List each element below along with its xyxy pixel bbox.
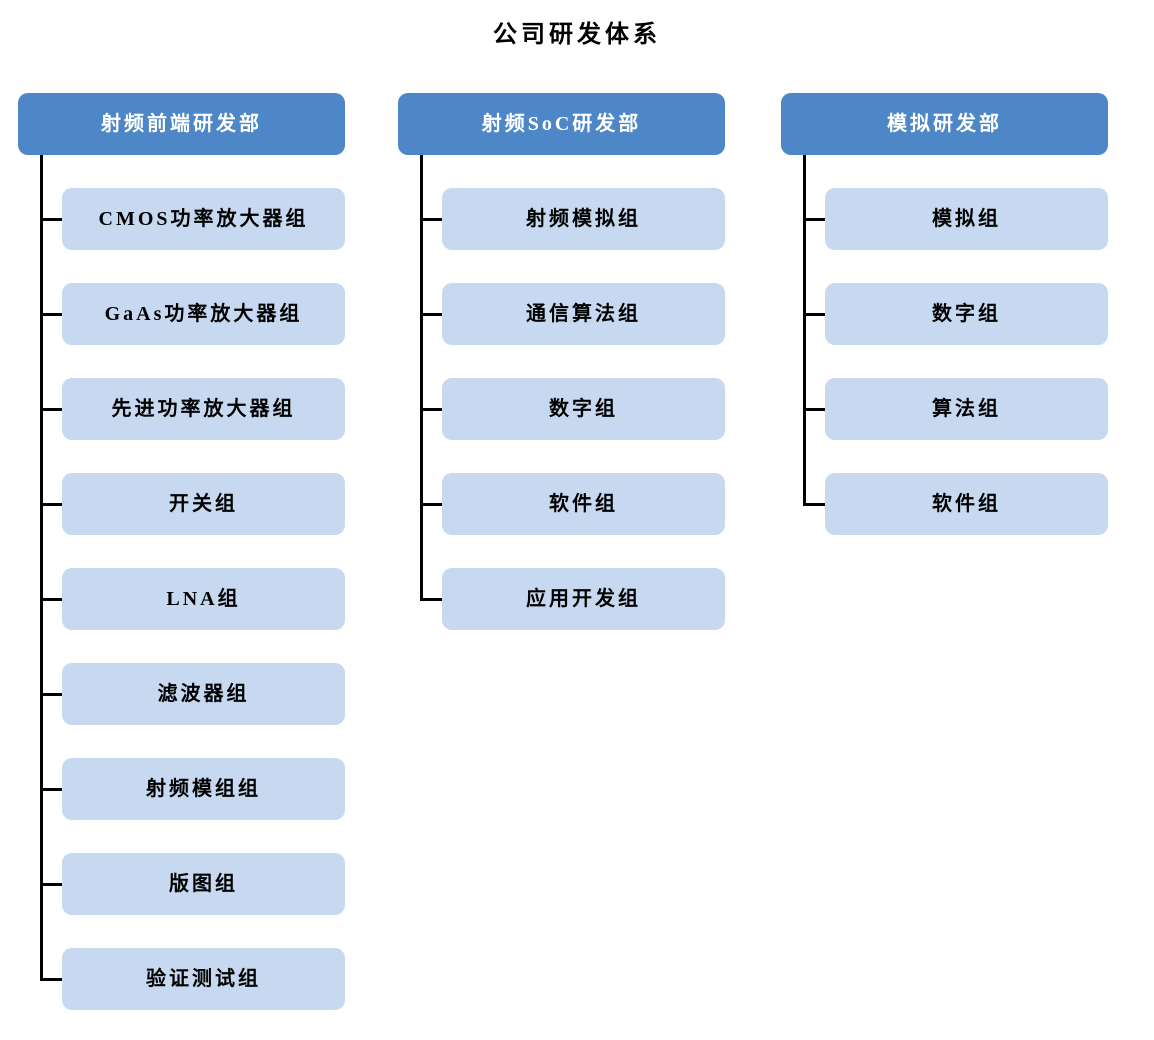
group-box: GaAs功率放大器组 bbox=[62, 283, 345, 345]
connector-trunk-line bbox=[420, 155, 423, 601]
connector-stub-line bbox=[420, 407, 442, 411]
group-box: 先进功率放大器组 bbox=[62, 378, 345, 440]
group-box: 射频模拟组 bbox=[442, 188, 725, 250]
group-box: 模拟组 bbox=[825, 188, 1108, 250]
group-box: 版图组 bbox=[62, 853, 345, 915]
connector-stub-line bbox=[40, 502, 62, 506]
connector-stub-line bbox=[40, 787, 62, 791]
group-box: 开关组 bbox=[62, 473, 345, 535]
group-box: CMOS功率放大器组 bbox=[62, 188, 345, 250]
connector-stub-line bbox=[40, 312, 62, 316]
connector-stub-line bbox=[803, 217, 825, 221]
connector-stub-line bbox=[803, 312, 825, 316]
chart-title: 公司研发体系 bbox=[493, 22, 661, 48]
group-box: 滤波器组 bbox=[62, 663, 345, 725]
connector-stub-line bbox=[40, 407, 62, 411]
connector-trunk-line bbox=[40, 155, 43, 981]
connector-stub-line bbox=[40, 692, 62, 696]
connector-stub-line bbox=[420, 597, 442, 601]
department-header: 射频前端研发部 bbox=[18, 93, 345, 155]
group-box: 验证测试组 bbox=[62, 948, 345, 1010]
connector-stub-line bbox=[40, 217, 62, 221]
connector-stub-line bbox=[40, 882, 62, 886]
group-box: 算法组 bbox=[825, 378, 1108, 440]
connector-stub-line bbox=[420, 312, 442, 316]
connector-trunk-line bbox=[803, 155, 806, 506]
department-header: 射频SoC研发部 bbox=[398, 93, 725, 155]
department-header: 模拟研发部 bbox=[781, 93, 1108, 155]
group-box: 应用开发组 bbox=[442, 568, 725, 630]
connector-stub-line bbox=[40, 977, 62, 981]
group-box: 数字组 bbox=[825, 283, 1108, 345]
connector-stub-line bbox=[420, 502, 442, 506]
group-box: 数字组 bbox=[442, 378, 725, 440]
connector-stub-line bbox=[803, 502, 825, 506]
group-box: 通信算法组 bbox=[442, 283, 725, 345]
connector-stub-line bbox=[40, 597, 62, 601]
connector-stub-line bbox=[803, 407, 825, 411]
group-box: 软件组 bbox=[825, 473, 1108, 535]
group-box: LNA组 bbox=[62, 568, 345, 630]
group-box: 射频模组组 bbox=[62, 758, 345, 820]
group-box: 软件组 bbox=[442, 473, 725, 535]
connector-stub-line bbox=[420, 217, 442, 221]
